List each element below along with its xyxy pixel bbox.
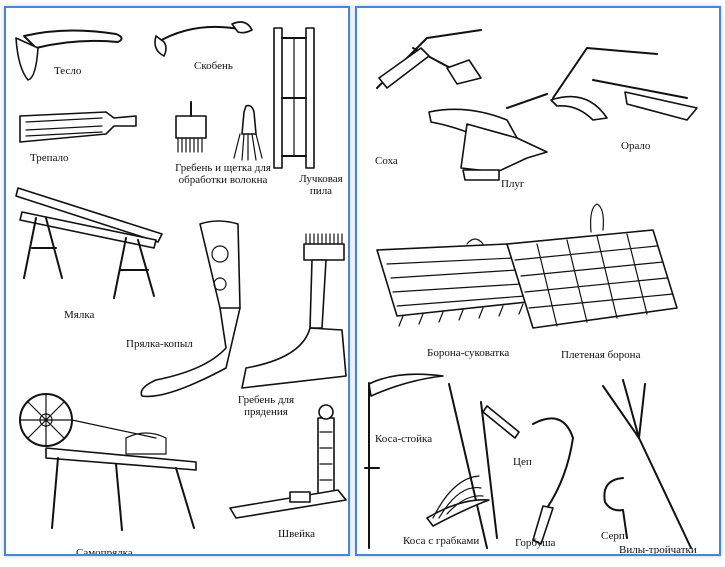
greben-pryadeniya-label: Гребень для прядения	[237, 394, 295, 418]
skoben-drawing	[154, 21, 253, 57]
borona-sukovatka-label: Борона-суковатка	[427, 347, 510, 359]
plug-label: Плуг	[501, 178, 525, 190]
oralo-label: Орало	[621, 140, 651, 152]
samopryalka-drawing	[19, 393, 197, 531]
luchkovaya-pila-label: Лучковая пила	[299, 173, 343, 197]
greben-shchetka-label: Гребень и щетка для обработки волокна	[175, 162, 271, 186]
samopryalka-label: Самопрялка	[76, 547, 133, 556]
shveyka-drawing	[229, 404, 347, 519]
right-panel: Соха Плуг Орало Борона-суковатка Плетена…	[355, 6, 721, 556]
borona-sukovatka-drawing	[376, 238, 528, 327]
serp-drawing	[603, 477, 628, 539]
pryalka-kopyl-drawing	[140, 220, 241, 398]
myalka-label: Мялка	[64, 309, 95, 321]
vily-drawing	[602, 379, 692, 549]
kosa-stoyka-drawing	[364, 373, 444, 549]
pletenaya-borona-label: Плетеная борона	[561, 349, 641, 361]
plug-drawing	[428, 93, 548, 181]
sokha-drawing	[376, 29, 482, 89]
left-panel: Тесло Скобень Трепало Гребень и щетка дл…	[4, 6, 350, 556]
vily-label: Вилы-тройчатки	[619, 544, 697, 556]
shveyka-label: Швейка	[278, 528, 316, 540]
teslo-label: Тесло	[54, 65, 82, 77]
right-tools-illustration	[364, 29, 698, 549]
kosa-stoyka-label: Коса-стойка	[375, 433, 433, 445]
kosa-grabkami-drawing	[426, 383, 490, 549]
gorbusha-label: Горбуша	[515, 537, 556, 549]
gorbusha-drawing	[532, 417, 574, 545]
myalka-drawing	[15, 187, 163, 299]
sokha-label: Соха	[375, 155, 398, 167]
trepalo-label: Трепало	[30, 152, 69, 164]
left-tools-illustration	[15, 21, 347, 531]
kosa-grabkami-label: Коса с грабками	[403, 535, 480, 547]
oralo-drawing	[550, 47, 698, 121]
greben-pryadeniya-drawing	[241, 233, 347, 389]
pletenaya-borona-drawing	[506, 203, 678, 329]
skoben-label: Скобень	[194, 60, 233, 72]
tsep-drawing	[480, 401, 520, 539]
greben-shchetka-drawing	[175, 101, 263, 161]
trepalo-drawing	[19, 111, 137, 143]
serp-label: Серп	[601, 530, 625, 542]
teslo-drawing	[15, 29, 123, 81]
tsep-label: Цеп	[513, 456, 532, 468]
luchkovaya-pila-drawing	[273, 27, 315, 169]
pryalka-kopyl-label: Прялка-копыл	[126, 338, 193, 350]
